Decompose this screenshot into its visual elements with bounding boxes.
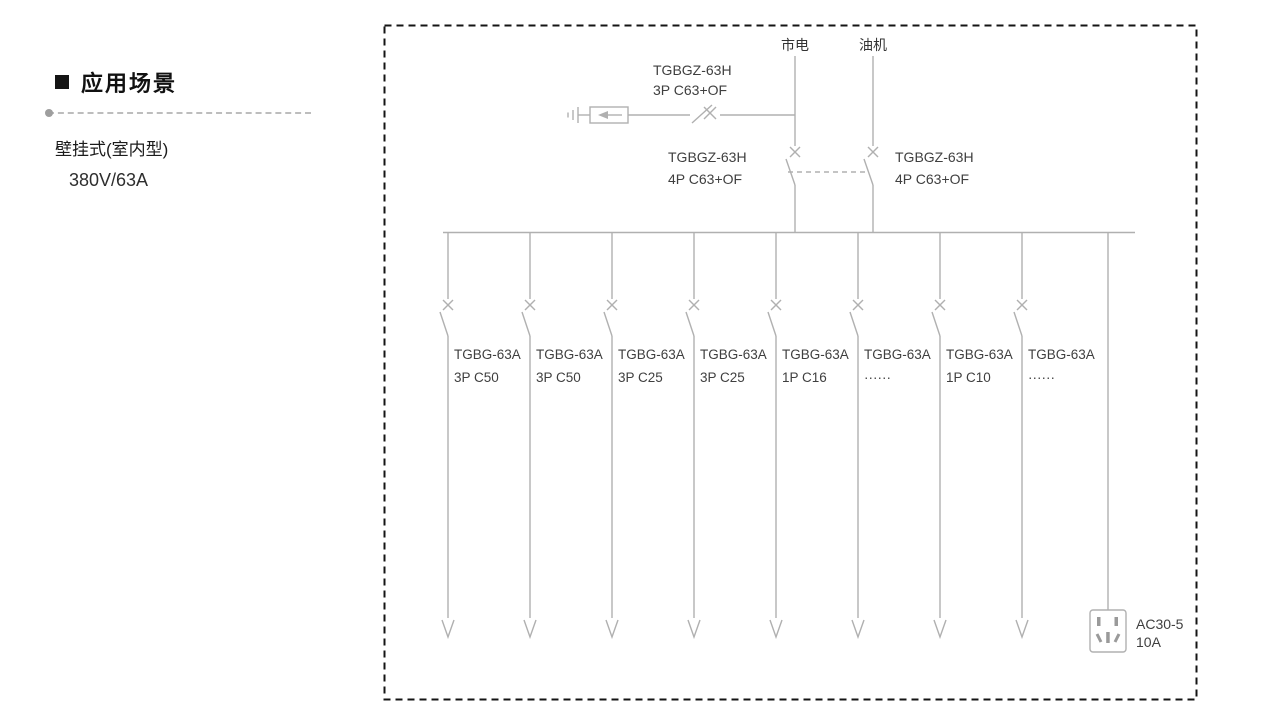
feeder-model: TGBG-63A <box>782 347 849 362</box>
feeder-2: TGBG-63A 3P C50 <box>521 233 603 640</box>
feeder-rating: 3P C25 <box>700 370 745 385</box>
breaker-blade <box>603 311 613 337</box>
main-breaker-left-model: TGBGZ-63H <box>668 149 747 165</box>
main-breaker-right-rating: 4P C63+OF <box>895 171 969 187</box>
application-panel: 应用场景 <box>55 66 355 98</box>
feeder-7: TGBG-63A 1P C10 <box>931 233 1013 640</box>
spd-breaker-rating: 3P C63+OF <box>653 82 727 98</box>
breaker-cross-2 <box>1016 299 1028 311</box>
spd-breaker-blade <box>691 104 713 124</box>
feeder-model: TGBG-63A <box>454 347 521 362</box>
diagram-border <box>383 24 1198 701</box>
feeder-arrow-icon <box>1015 619 1029 640</box>
breaker-blade <box>521 311 531 337</box>
breaker-cross-2 <box>524 299 536 311</box>
feeder-model: TGBG-63A <box>946 347 1013 362</box>
socket-slot-top-right <box>1114 617 1118 626</box>
feeder-3: TGBG-63A 3P C25 <box>603 233 685 640</box>
main-breaker-left-rating: 4P C63+OF <box>668 171 742 187</box>
breaker-blade <box>849 311 859 337</box>
breaker-cross-2 <box>934 299 946 311</box>
source-mains-label: 市电 <box>781 37 809 53</box>
feeder-model: TGBG-63A <box>1028 347 1095 362</box>
spd-breaker-cross-2 <box>703 106 717 120</box>
source-generator-label: 油机 <box>859 37 887 53</box>
feeder-rating: ······ <box>864 370 891 385</box>
socket-outlet-icon <box>1089 609 1127 653</box>
voltage-rating-label: 380V/63A <box>69 170 149 190</box>
breaker-blade <box>931 311 941 337</box>
feeder-6: TGBG-63A ······ <box>849 233 931 640</box>
socket-model: AC30-5 <box>1136 616 1184 632</box>
feeder-5: TGBG-63A 1P C16 <box>767 233 849 640</box>
main-breaker-right-model: TGBGZ-63H <box>895 149 974 165</box>
mount-type-label: 壁挂式(室内型) <box>55 140 169 159</box>
feeder-arrow-icon <box>851 619 865 640</box>
feeder-rating: 1P C16 <box>782 370 827 385</box>
socket-slot-bottom-left <box>1095 633 1103 643</box>
feeder-rating: 1P C10 <box>946 370 991 385</box>
feeder-arrow-icon <box>933 619 947 640</box>
feeder-model: TGBG-63A <box>536 347 603 362</box>
feeder-rating: 3P C25 <box>618 370 663 385</box>
feeder-model: TGBG-63A <box>700 347 767 362</box>
square-bullet-icon <box>55 75 69 89</box>
feeder-arrow-icon <box>687 619 701 640</box>
socket-branch <box>1089 233 1127 653</box>
breaker-blade <box>439 311 449 337</box>
feeder-8: TGBG-63A ······ <box>1013 233 1095 640</box>
feeder-model: TGBG-63A <box>618 347 685 362</box>
feeder-arrow-icon <box>769 619 783 640</box>
breaker-blade <box>863 158 874 186</box>
breaker-cross-2 <box>606 299 618 311</box>
feeder-rating: ······ <box>1028 370 1055 385</box>
socket-rating: 10A <box>1136 634 1162 650</box>
socket-slot-top-left <box>1097 617 1101 626</box>
feeder-rating: 3P C50 <box>454 370 499 385</box>
generator-incoming-line <box>863 56 879 233</box>
breaker-cross-2 <box>770 299 782 311</box>
breaker-blade <box>685 311 695 337</box>
breaker-blade <box>767 311 777 337</box>
mains-incoming-line <box>785 56 801 233</box>
feeder-model: TGBG-63A <box>864 347 931 362</box>
title-divider <box>45 109 311 117</box>
feeder-rating: 3P C50 <box>536 370 581 385</box>
spd-breaker-model: TGBGZ-63H <box>653 62 732 78</box>
breaker-cross-2 <box>442 299 454 311</box>
breaker-cross-2 <box>688 299 700 311</box>
breaker-cross-2 <box>852 299 864 311</box>
socket-slot-bottom-right <box>1113 633 1121 643</box>
feeder-4: TGBG-63A 3P C25 <box>685 233 767 640</box>
spd-branch <box>567 104 795 124</box>
feeder-arrow-icon <box>441 619 455 640</box>
socket-slot-bottom-center <box>1106 632 1110 643</box>
spd-arrow-head <box>598 111 608 119</box>
feeder-arrow-icon <box>523 619 537 640</box>
feeder-arrow-icon <box>605 619 619 640</box>
section-title: 应用场景 <box>81 71 178 96</box>
breaker-blade <box>1013 311 1023 337</box>
section-title-row: 应用场景 <box>55 66 355 98</box>
breaker-cross-2 <box>867 146 879 158</box>
feeder-1: TGBG-63A 3P C50 <box>439 233 521 640</box>
breaker-cross-2 <box>789 146 801 158</box>
